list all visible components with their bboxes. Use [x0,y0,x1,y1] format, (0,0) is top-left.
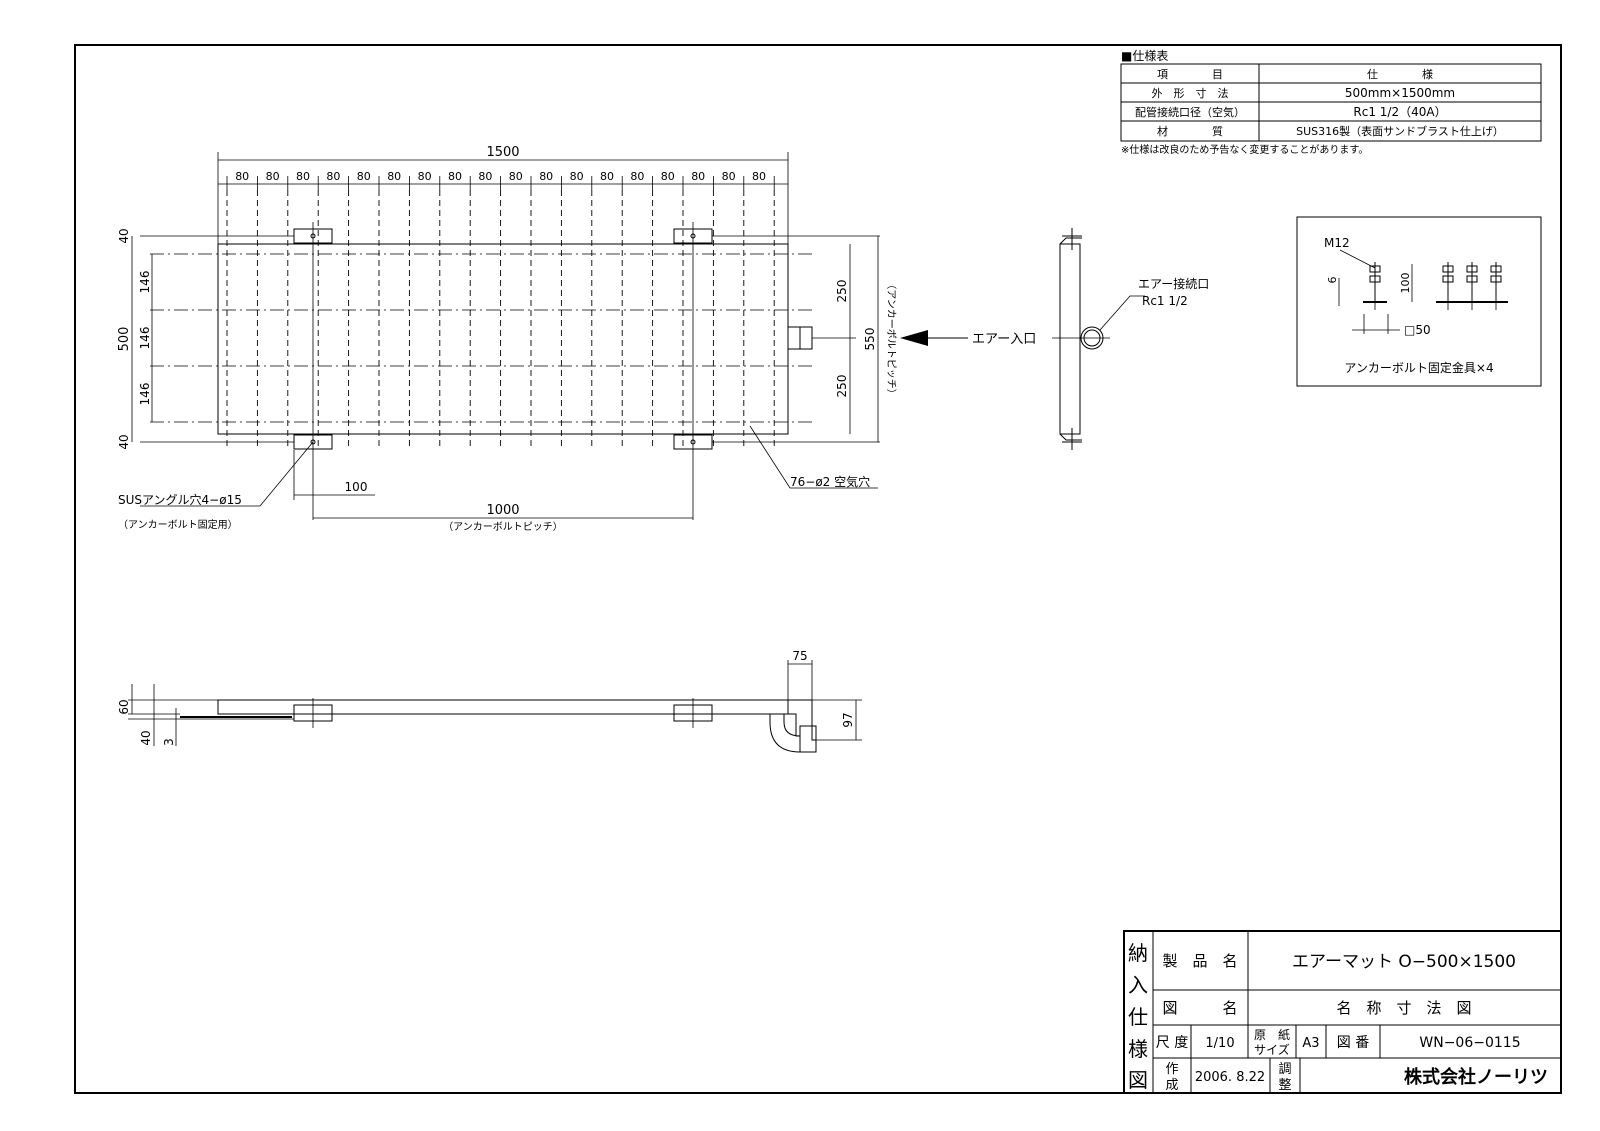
spec-table-heading: ■仕様表 [1121,49,1168,63]
pitch-dimension-row: 80 80 80 80 80 80 80 80 80 80 80 80 80 80 80 80 80 80 [226,170,775,190]
title-vertical-char: 入 [1128,973,1148,997]
title-vertical-char: 仕 [1128,1005,1148,1029]
title-vertical-char: 納 [1128,941,1148,965]
adjust-label: 整 [1278,1078,1291,1093]
row-pitch-dim: 146 [138,271,152,294]
spec-row-value: 500mm×1500mm [1345,86,1455,100]
dim-75: 75 [792,649,807,663]
anchor-pitch-length-note: （アンカーボルトピッチ） [443,521,563,533]
title-vertical-char: 様 [1128,1037,1148,1061]
drawing-no: WN−06−0115 [1419,1035,1520,1051]
spec-row-item: 材 質 [1157,124,1223,138]
dim-100: 100 [1399,273,1412,294]
dim-60: 60 [117,699,131,714]
angle-hole-note: （アンカーボルト固定用） [118,518,238,531]
spec-table: ■仕様表 項 目 仕 様 外 形 寸 法 500mm×1500mm 配管接続口径… [1120,49,1542,156]
spec-row-item: 外 形 寸 法 [1152,86,1229,100]
spec-note: ※仕様は改良のため予告なく変更することがあります。 [1121,143,1368,156]
anchor-pitch-width-note: （アンカーボルトピッチ） [885,279,897,399]
pitch-label: 80 [266,170,280,183]
pitch-label: 80 [509,170,523,183]
drawing-label: 図 名 [1162,999,1237,1017]
pitch-label: 80 [478,170,492,183]
product-label: 製 品 名 [1162,952,1237,970]
offset-dim-top: 40 [117,228,131,243]
paper-label: サイズ [1254,1042,1290,1057]
side-view: エアー接続口 Rc1 1/2 [1052,228,1209,450]
air-hole-grid [226,190,775,446]
pitch-label: 80 [418,170,432,183]
pitch-label: 80 [539,170,553,183]
pitch-label: 80 [630,170,644,183]
sheet-border [74,44,1562,1094]
pitch-label: 80 [570,170,584,183]
elbow-fitting [769,699,817,753]
row-pitch-dim: 146 [138,383,152,406]
dim-6: 6 [1326,277,1339,284]
adjust-label: 調 [1278,1062,1291,1077]
pitch-label: 80 [722,170,736,183]
anchor-bolt-icon [1436,262,1460,310]
title-vertical-char: 図 [1128,1068,1148,1092]
air-holes-label: 76−ø2 空気穴 [790,474,870,489]
anchor-bolt-icon [1484,262,1508,310]
pitch-label: 80 [691,170,705,183]
pitch-label: 80 [235,170,249,183]
connection-size: Rc1 1/2 [1142,294,1188,308]
anchor-pitch-width-dim: 550 [863,328,877,351]
title-block: 納 入 仕 様 図 製 品 名 エアーマット O−500×1500 図 名 名 … [1123,930,1562,1094]
product-name: エアーマット O−500×1500 [1292,952,1516,972]
pitch-label: 80 [448,170,462,183]
air-inlet-label: エアー入口 [972,332,1036,347]
anchor-detail-caption: アンカーボルト固定金具×4 [1344,360,1493,375]
bolt-size: M12 [1324,236,1350,250]
half-width-dim: 250 [835,375,849,398]
overall-length-dim: 1500 [486,145,519,160]
side-profile [1059,243,1081,435]
paper-label: 原 紙 [1254,1027,1290,1042]
spec-header-item: 項 目 [1157,68,1223,81]
dim-97: 97 [841,712,855,727]
pitch-label: 80 [661,170,675,183]
scale-value: 1/10 [1205,1036,1234,1051]
anchor-bolt-icon [1363,262,1387,310]
anchor-pitch-length-dim: 1000 [486,503,519,518]
paper-size: A3 [1302,1036,1319,1051]
dim-3: 3 [162,738,176,746]
row-pitch-dim: 146 [138,327,152,350]
anchor-bolt-icon [1460,262,1484,310]
mat-outline [217,243,789,435]
offset-dim-bottom: 40 [117,434,131,449]
created-date: 2006. 8.22 [1195,1070,1265,1085]
created-label: 成 [1165,1078,1178,1093]
spec-row-item: 配管接続口径（空気） [1135,105,1245,119]
end-offset-dim: 100 [345,480,368,494]
pitch-label: 80 [296,170,310,183]
width-dim: 500 [117,327,132,352]
angle-hole-label: SUSアングル穴4−ø15 [118,492,242,507]
connection-label: エアー接続口 [1138,276,1209,291]
spec-row-value: SUS316製（表面サンドブラスト仕上げ） [1296,124,1504,138]
pitch-label: 80 [752,170,766,183]
pitch-label: 80 [326,170,340,183]
drawing-name: 名 称 寸 法 図 [1336,999,1471,1017]
front-view: 75 97 60 40 3 [117,649,862,753]
front-profile [217,699,789,715]
half-width-dim: 250 [835,280,849,303]
pitch-label: 80 [600,170,614,183]
company-name: 株式会社ノーリツ [1404,1066,1548,1088]
pitch-label: 80 [357,170,371,183]
spec-row-value: Rc1 1/2（40A） [1353,105,1446,119]
spec-header-spec: 仕 様 [1367,67,1433,81]
drawing-no-label: 図 番 [1337,1035,1369,1051]
scale-label: 尺 度 [1156,1035,1188,1051]
dim-40: 40 [139,730,153,745]
base-size: □50 [1404,323,1431,337]
anchor-bolt-detail: M12 6 100 □50 アンカーボルト固定金具×4 [1296,216,1542,387]
created-label: 作 [1165,1062,1178,1077]
pitch-label: 80 [387,170,401,183]
